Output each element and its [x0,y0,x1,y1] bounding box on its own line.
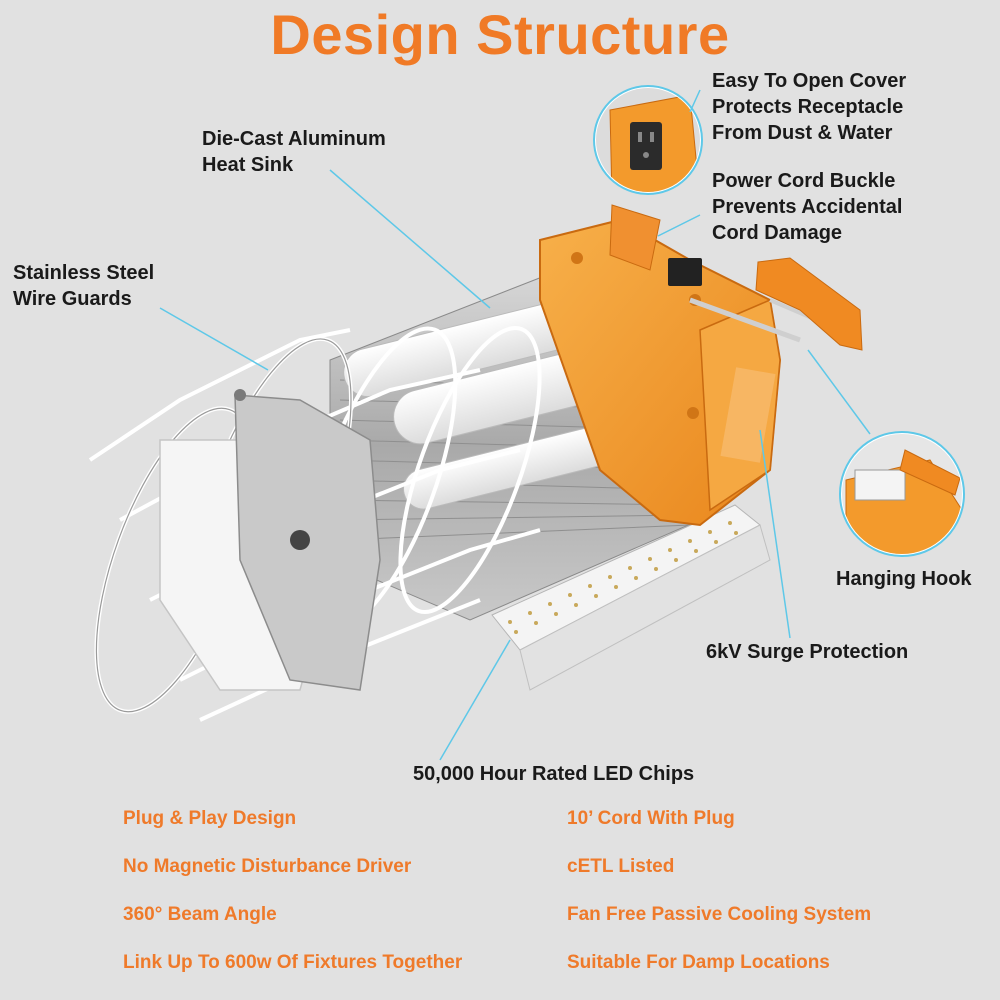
hanging-hook-label: Hanging Hook [836,568,972,590]
buckle-label-line-1: Power Cord Buckle [712,170,896,192]
cover-label-line-3: From Dust & Water [712,122,893,144]
cover-label: Easy To Open Cover Protects Receptacle F… [712,68,906,146]
buckle-label-line-2: Prevents Accidental [712,196,903,218]
wire-guards-label-line-1: Stainless Steel [13,262,155,284]
heat-sink-label-line-1: Die-Cast Aluminum [202,128,386,150]
feature-right-2: cETL Listed [567,856,675,877]
page-title: Design Structure [270,3,730,66]
led-chip-strip [491,504,771,691]
feature-left-1: Plug & Play Design [123,808,297,829]
surge-protection-label: 6kV Surge Protection [706,641,909,663]
cover-label-line-2: Protects Receptacle [712,96,904,118]
buckle-label-line-3: Cord Damage [712,222,843,244]
feature-left-2: No Magnetic Disturbance Driver [123,856,412,877]
leader-lines [159,89,871,761]
end-cap [159,389,381,691]
wire-guards-label: Stainless Steel Wire Guards [13,260,154,312]
feature-right-4: Suitable For Damp Locations [567,952,830,973]
feature-left-3: 360° Beam Angle [123,904,277,925]
feature-right-1: 10’ Cord With Plug [567,808,735,829]
hook-inset [839,431,965,557]
buckle-label: Power Cord Buckle Prevents Accidental Co… [712,168,902,246]
feature-left-4: Link Up To 600w Of Fixtures Together [123,952,463,973]
feature-right-3: Fan Free Passive Cooling System [567,904,872,925]
led-chips-label: 50,000 Hour Rated LED Chips [413,763,695,785]
cover-label-line-1: Easy To Open Cover [712,70,907,92]
wire-guards-label-line-2: Wire Guards [13,288,132,310]
heat-sink-label: Die-Cast Aluminum Heat Sink [202,126,386,178]
hanging-hook [689,257,863,351]
cover-inset [593,85,703,195]
heat-sink-label-line-2: Heat Sink [202,154,294,176]
